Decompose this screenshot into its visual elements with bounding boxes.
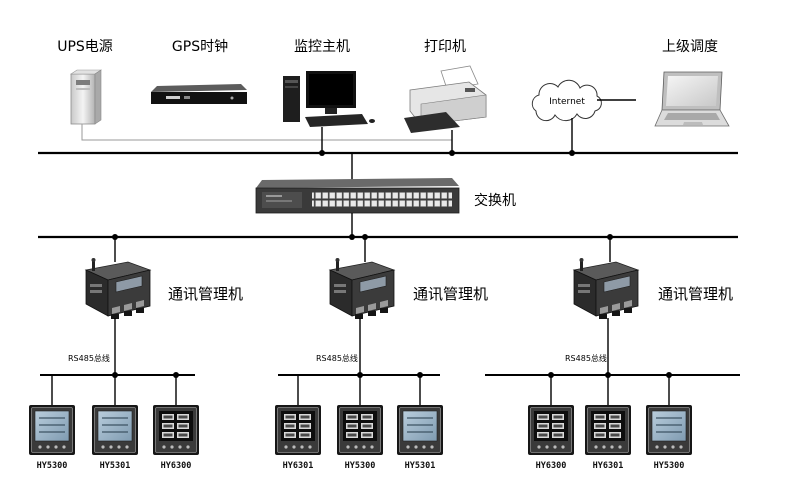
- junction-dot: [319, 150, 325, 156]
- computer-icon: [283, 71, 375, 127]
- upper-dispatch-label: 上级调度: [662, 39, 718, 55]
- led-meter-icon: [585, 405, 631, 455]
- network-switch-icon: [255, 178, 460, 214]
- ups-icon: [70, 69, 102, 125]
- gps-clock-label: GPS时钟: [172, 38, 228, 55]
- meter-label: HY5301: [405, 461, 436, 471]
- comm-manager-icon: [85, 258, 151, 320]
- switch-label: 交换机: [474, 192, 516, 209]
- lcd-meter-icon: [29, 405, 75, 455]
- rs485-bus-label: RS485总线: [565, 353, 607, 363]
- meter-group-1: 通讯管理机 RS485总线 HY5300 HY5301 HY6300: [29, 237, 243, 471]
- junction-dot: [569, 150, 575, 156]
- meter-group-3: 通讯管理机 RS485总线 HY6300 HY6301 HY5300: [485, 237, 740, 471]
- comm-manager-icon: [329, 258, 395, 320]
- printer-icon: [404, 65, 487, 133]
- lcd-meter-icon: [92, 405, 138, 455]
- comm-manager-label: 通讯管理机: [168, 285, 243, 303]
- rs485-bus-label: RS485总线: [316, 353, 358, 363]
- led-meter-icon: [337, 405, 383, 455]
- meter-drop-line: [40, 374, 53, 405]
- ups-power-line: [81, 124, 452, 141]
- gps-clock-icon: [151, 84, 247, 104]
- meter-label: HY5300: [345, 461, 376, 471]
- meter-label: HY6300: [536, 461, 567, 471]
- laptop-icon: [654, 71, 730, 127]
- ups-label: UPS电源: [57, 39, 113, 55]
- comm-manager-icon: [573, 258, 639, 320]
- junction-dot: [449, 150, 455, 156]
- led-meter-icon: [528, 405, 574, 455]
- cloud-icon: Internet: [531, 79, 602, 122]
- meter-label: HY5301: [100, 461, 131, 471]
- meter-label: HY6300: [161, 461, 192, 471]
- meter-label: HY6301: [593, 461, 624, 471]
- junction-dot: [349, 234, 355, 240]
- lcd-meter-icon: [397, 405, 443, 455]
- meter-label: HY6301: [283, 461, 314, 471]
- meter-label: HY5300: [654, 461, 685, 471]
- lcd-meter-icon: [646, 405, 692, 455]
- printer-label: 打印机: [424, 38, 466, 55]
- internet-label: Internet: [549, 97, 585, 107]
- meter-label: HY5300: [37, 461, 68, 471]
- rs485-bus-label: RS485总线: [68, 353, 110, 363]
- led-meter-icon: [275, 405, 321, 455]
- comm-manager-label: 通讯管理机: [413, 285, 488, 303]
- comm-manager-label: 通讯管理机: [658, 285, 733, 303]
- monitor-host-label: 监控主机: [294, 39, 350, 55]
- led-meter-icon: [153, 405, 199, 455]
- meter-group-2: 通讯管理机 RS485总线 HY6301 HY5300 HY5301: [275, 237, 488, 471]
